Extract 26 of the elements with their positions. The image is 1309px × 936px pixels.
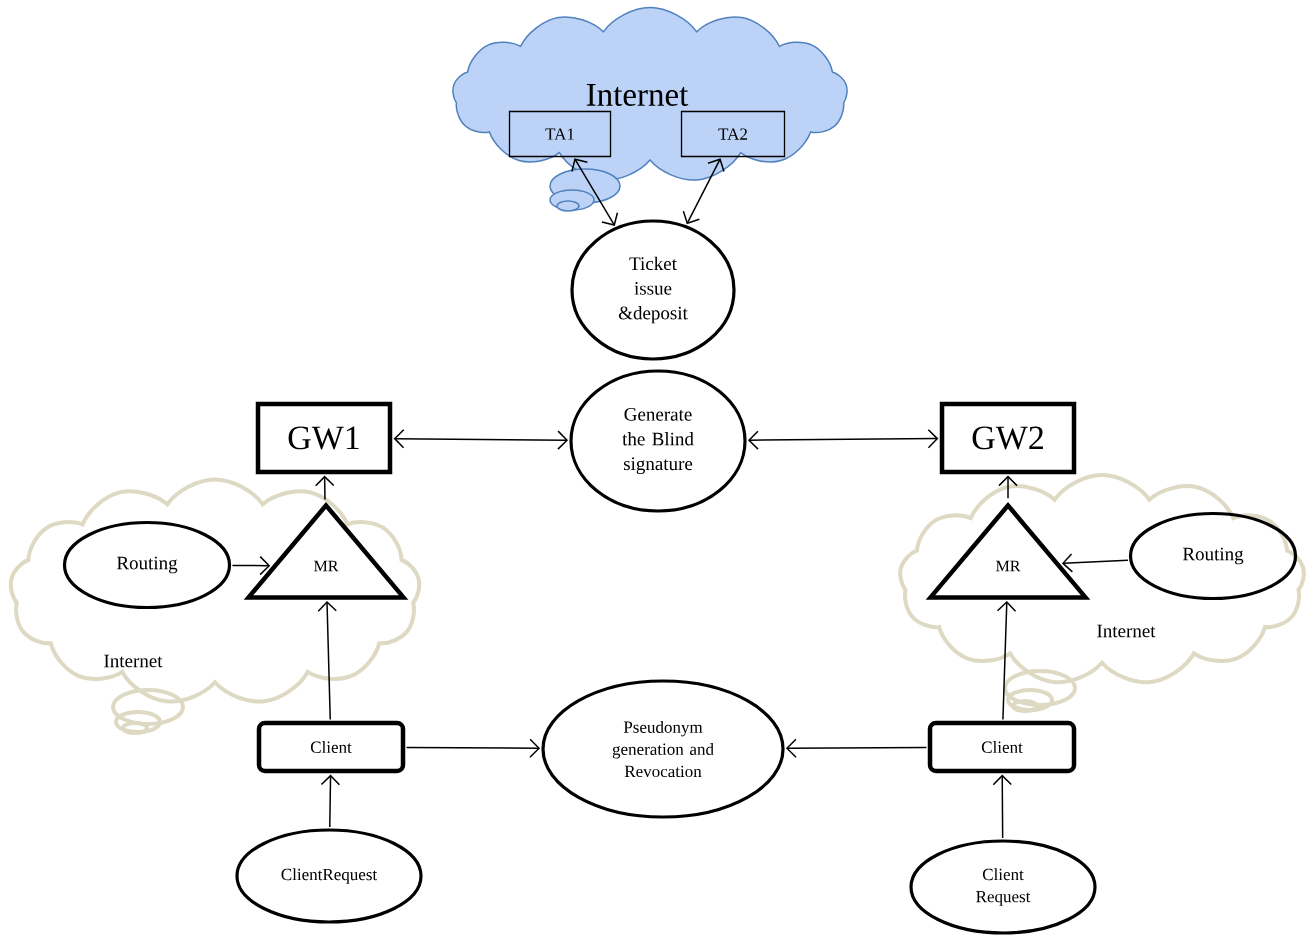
- arrow: [992, 774, 1013, 839]
- box: TA1: [508, 110, 612, 158]
- arrow: [393, 428, 569, 450]
- arrow: [785, 738, 928, 758]
- cloud: [898, 473, 1306, 713]
- arrow: [998, 475, 1018, 499]
- arrow: [320, 774, 341, 828]
- gateway-box: GW2: [939, 401, 1077, 475]
- arrow: [571, 158, 619, 226]
- arrow: [317, 601, 337, 721]
- arrow: [1061, 553, 1129, 573]
- cloud-label: Internet: [104, 654, 163, 668]
- arrow: [747, 428, 939, 450]
- arrow: [231, 555, 271, 576]
- box: TA2: [680, 110, 786, 158]
- cloud-label: Internet: [586, 84, 689, 106]
- arrow: [315, 475, 335, 501]
- gateway-box: GW1: [255, 401, 393, 475]
- arrow: [682, 158, 725, 225]
- cloud-label: Internet: [1097, 624, 1156, 638]
- cloud: [8, 477, 422, 735]
- cloud: [452, 6, 848, 212]
- client-box: Client: [256, 720, 406, 774]
- client-box: Client: [927, 720, 1077, 774]
- arrow: [405, 738, 541, 758]
- arrow: [996, 601, 1017, 721]
